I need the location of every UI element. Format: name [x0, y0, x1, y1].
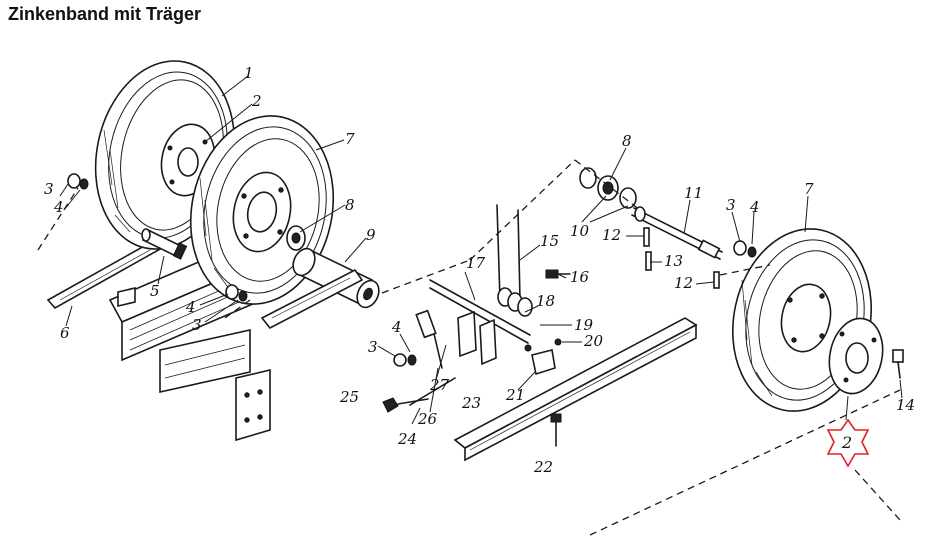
- label-7: 7: [345, 130, 355, 148]
- label-3: 3: [192, 316, 202, 334]
- bolt-part-14: [892, 349, 904, 379]
- bushing-part-8-left: [286, 225, 306, 251]
- label-7: 7: [804, 180, 814, 198]
- label-2: 2: [251, 92, 262, 110]
- highlight-star-part-2: 2: [826, 418, 870, 468]
- label-3: 3: [44, 180, 54, 198]
- nut-washer-mid: [393, 353, 417, 367]
- label-3: 3: [726, 196, 736, 214]
- shaft-part-11: [631, 206, 723, 260]
- label-23: 23: [461, 394, 481, 412]
- label-8: 8: [345, 196, 355, 214]
- label-5: 5: [150, 282, 160, 300]
- label-26: 26: [417, 410, 438, 428]
- label-12: 12: [602, 226, 621, 244]
- label-4: 4: [391, 318, 402, 336]
- label-14: 14: [896, 396, 915, 414]
- label-4: 4: [185, 298, 196, 316]
- hub-part-2-right: [828, 317, 884, 395]
- leader-lines: [59, 75, 903, 425]
- label-9: 9: [366, 226, 376, 244]
- label-11: 11: [684, 184, 703, 202]
- label-6: 6: [60, 324, 70, 342]
- label-20: 20: [583, 332, 604, 350]
- label-15: 15: [540, 232, 559, 250]
- label-21: 21: [505, 386, 525, 404]
- axle-part-5: [141, 228, 188, 260]
- label-18: 18: [536, 292, 555, 310]
- page-title: Zinkenband mit Träger: [8, 4, 202, 24]
- tine-bar-part-23: [453, 317, 698, 462]
- label-13: 13: [664, 252, 683, 270]
- label-8: 8: [622, 132, 632, 150]
- bearing-group-right: [579, 167, 637, 209]
- label-4: 4: [53, 198, 64, 216]
- nut-washer-left-lower: [225, 284, 248, 302]
- nut-washer-right: [733, 240, 757, 258]
- label-17: 17: [466, 254, 486, 272]
- pins-12-13: [643, 227, 720, 289]
- label-24: 24: [397, 430, 417, 448]
- label-4: 4: [749, 198, 760, 216]
- nut-washer-left-upper: [67, 173, 89, 190]
- assembly-dash-lines: [37, 159, 901, 536]
- label-19: 19: [574, 316, 594, 334]
- label-2-highlighted: 2: [841, 433, 852, 452]
- label-22: 22: [533, 458, 553, 476]
- tine-mechanism: [382, 204, 571, 413]
- label-27: 27: [429, 376, 450, 394]
- label-1: 1: [244, 64, 254, 82]
- label-10: 10: [570, 222, 590, 240]
- part-labels: 1 2 3 4 7 8 9 5 6 4 3 4 3 25 24 26 27 17…: [44, 64, 915, 476]
- label-25: 25: [339, 388, 359, 406]
- roller-part-9: [260, 247, 380, 330]
- label-12: 12: [674, 274, 693, 292]
- label-16: 16: [570, 268, 590, 286]
- label-3: 3: [368, 338, 378, 356]
